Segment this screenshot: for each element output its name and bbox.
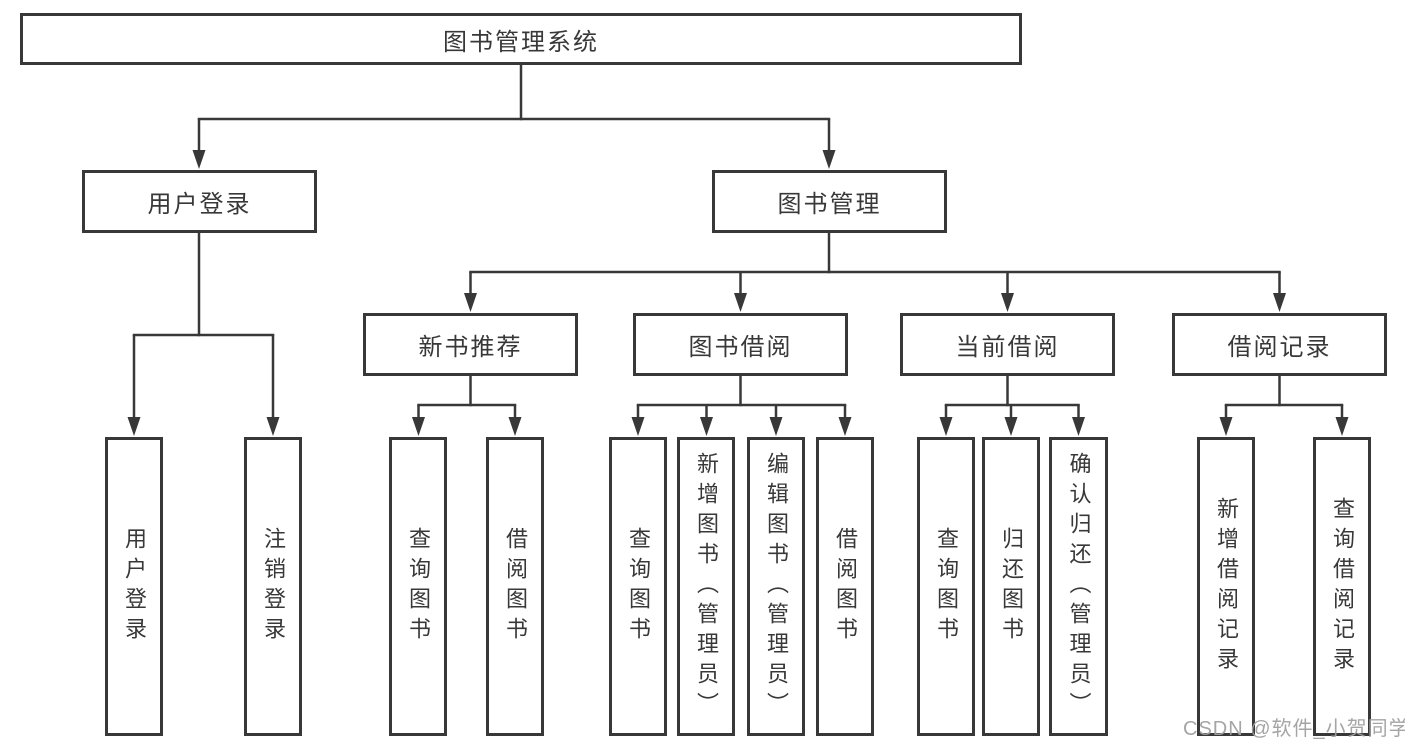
csdn-watermark: CSDN @软件_小贺同学 [1183, 718, 1405, 740]
node-current-borrowing: 当前借阅 [900, 313, 1115, 376]
leaf-edit-books-admin: 编辑图书（管理员） [747, 437, 805, 736]
node-book-management: 图书管理 [712, 170, 947, 233]
leaf-borrow-books: 借阅图书 [816, 437, 874, 736]
node-user-login: 用户登录 [82, 170, 317, 233]
leaf-return-books: 归还图书 [982, 437, 1040, 736]
node-borrowing-records: 借阅记录 [1172, 313, 1387, 376]
leaf-add-borrow-record: 新增借阅记录 [1197, 437, 1255, 736]
leaf-query-books-borrow: 查询图书 [609, 437, 667, 736]
leaf-query-borrow-record: 查询借阅记录 [1313, 437, 1371, 736]
leaf-add-books-admin: 新增图书（管理员） [677, 437, 735, 736]
leaf-query-books-recommend: 查询图书 [389, 437, 447, 736]
leaf-borrow-books-recommend: 借阅图书 [486, 437, 544, 736]
leaf-user-login: 用户登录 [105, 437, 163, 736]
node-book-borrowing: 图书借阅 [633, 313, 848, 376]
leaf-logout: 注销登录 [244, 437, 302, 736]
node-root: 图书管理系统 [20, 13, 1022, 65]
leaf-confirm-return-admin: 确认归还（管理员） [1049, 437, 1108, 736]
leaf-query-books-current: 查询图书 [917, 437, 975, 736]
node-new-book-recommendation: 新书推荐 [363, 313, 578, 376]
